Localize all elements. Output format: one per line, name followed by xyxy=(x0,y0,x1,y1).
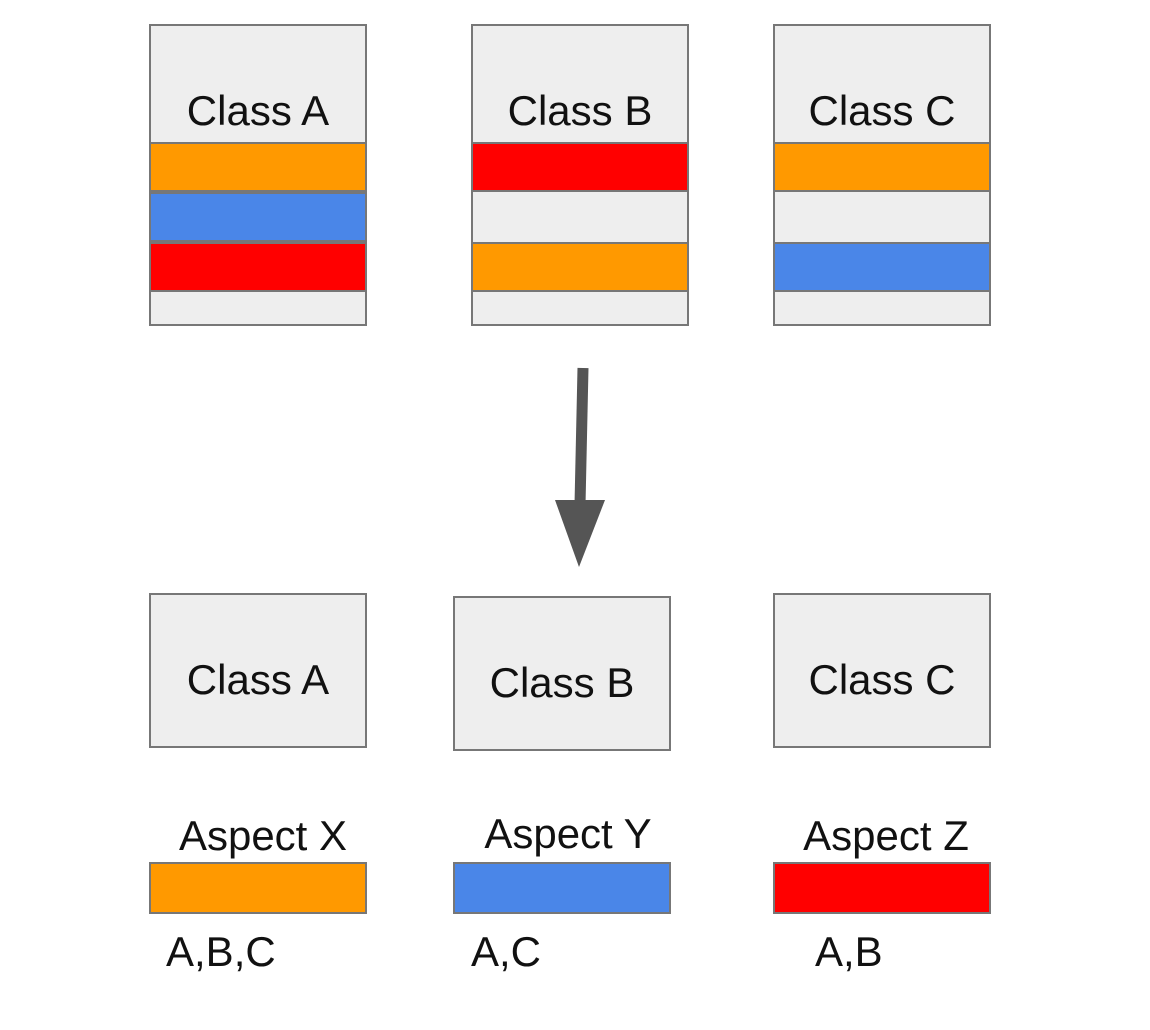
bottom-class-a-label: Class A xyxy=(186,656,330,703)
bottom-class-c-box: Class C xyxy=(773,593,991,748)
class-c-stripe-1 xyxy=(775,142,989,192)
top-class-b-box: Class B xyxy=(471,24,689,326)
aspect-y-bar xyxy=(453,862,671,914)
class-a-stripe-1 xyxy=(151,142,365,192)
aspect-x-label: Aspect X xyxy=(178,812,348,859)
top-class-a-label: Class A xyxy=(186,87,330,134)
aspect-y-members: A,C xyxy=(471,928,542,975)
top-class-b-label: Class B xyxy=(507,87,653,134)
bottom-class-b-box: Class B xyxy=(453,596,671,751)
top-class-c-label: Class C xyxy=(808,87,956,134)
aspect-z-members: A,B xyxy=(815,928,883,975)
aspect-z-bar xyxy=(773,862,991,914)
aspect-z-label: Aspect Z xyxy=(803,812,969,859)
class-c-stripe-3 xyxy=(775,242,989,292)
class-b-stripe-1 xyxy=(473,142,687,192)
class-b-stripe-3 xyxy=(473,242,687,292)
bottom-class-b-label: Class B xyxy=(489,659,635,706)
aspect-y-label: Aspect Y xyxy=(484,810,652,857)
aspect-x-members: A,B,C xyxy=(166,928,276,975)
arrow-shaft xyxy=(574,367,589,506)
class-a-stripe-2 xyxy=(151,192,365,242)
aspect-x-bar xyxy=(149,862,367,914)
top-class-c-box: Class C xyxy=(773,24,991,326)
top-class-a-box: Class A xyxy=(149,24,367,326)
class-a-stripe-3 xyxy=(151,242,365,292)
arrow-head xyxy=(555,500,605,567)
bottom-class-c-label: Class C xyxy=(808,656,956,703)
bottom-class-a-box: Class A xyxy=(149,593,367,748)
